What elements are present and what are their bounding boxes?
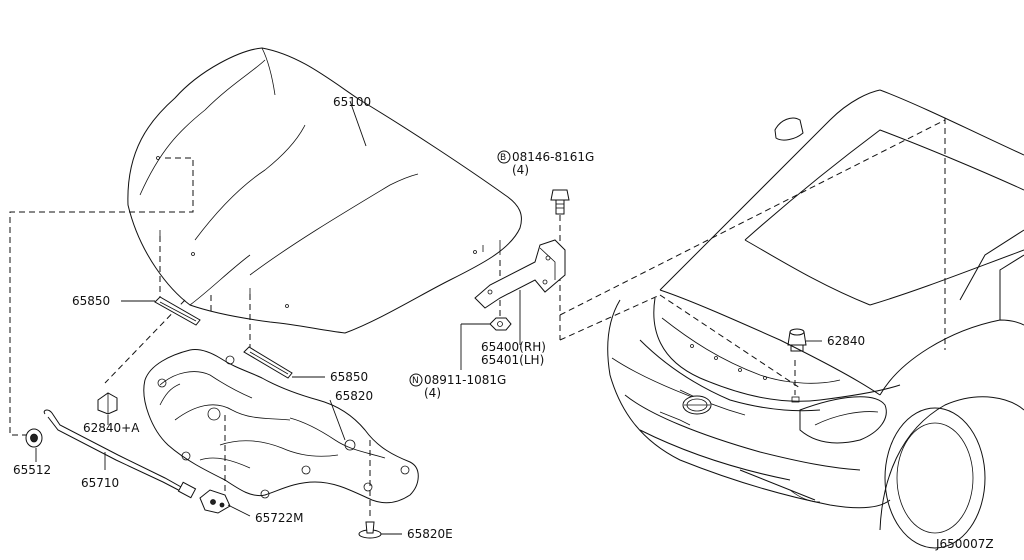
svg-text:N: N <box>412 376 419 386</box>
diagram-id: J650007Z <box>935 537 994 551</box>
support-rod <box>43 409 197 499</box>
bumper-rubber-a <box>97 392 118 415</box>
label-seal-left: 65850 <box>72 294 110 308</box>
label-rod-holder: 65512 <box>13 463 51 477</box>
label-bumper-rubber-a: 62840+A <box>83 421 140 435</box>
svg-text:B: B <box>500 153 506 163</box>
hood-hinge <box>474 239 566 309</box>
nut-callout: N 08911-1081G (4) <box>409 373 506 400</box>
label-nut-qty: (4) <box>424 386 441 400</box>
hood-seal-right <box>243 346 293 379</box>
rod-bracket <box>199 489 231 514</box>
label-support-rod: 65710 <box>81 476 119 490</box>
hood-panel <box>127 47 522 334</box>
label-bumper-rubber: 62840 <box>827 334 865 348</box>
vehicle-outline <box>607 89 1024 549</box>
hood-insulator <box>143 349 419 504</box>
insulator-clip <box>358 521 382 539</box>
hood-seal-left <box>154 296 201 326</box>
bolt-callout: B 08146-8161G (4) <box>497 150 594 177</box>
label-insulator: 65820 <box>335 389 373 403</box>
label-nut-spec: 08911-1081G <box>424 373 506 387</box>
label-bolt-qty: (4) <box>512 163 529 177</box>
reference-dash-lines <box>9 118 946 520</box>
rod-holder <box>25 428 43 448</box>
label-seal-right: 65850 <box>330 370 368 384</box>
leader-rod-bracket <box>227 504 251 517</box>
hinge-nut <box>489 317 512 331</box>
label-bolt-spec: 08146-8161G <box>512 150 594 164</box>
label-hinge-lh: 65401(LH) <box>481 353 544 367</box>
bumper-rubber <box>787 328 807 352</box>
label-hood: 65100 <box>333 95 371 109</box>
label-rod-bracket: 65722M <box>255 511 304 525</box>
label-insulator-clip: 65820E <box>407 527 453 541</box>
leader-insulator <box>329 399 346 441</box>
leader-hood <box>349 100 367 147</box>
label-hinge-rh: 65400(RH) <box>481 340 546 354</box>
hinge-bolt <box>550 189 570 215</box>
